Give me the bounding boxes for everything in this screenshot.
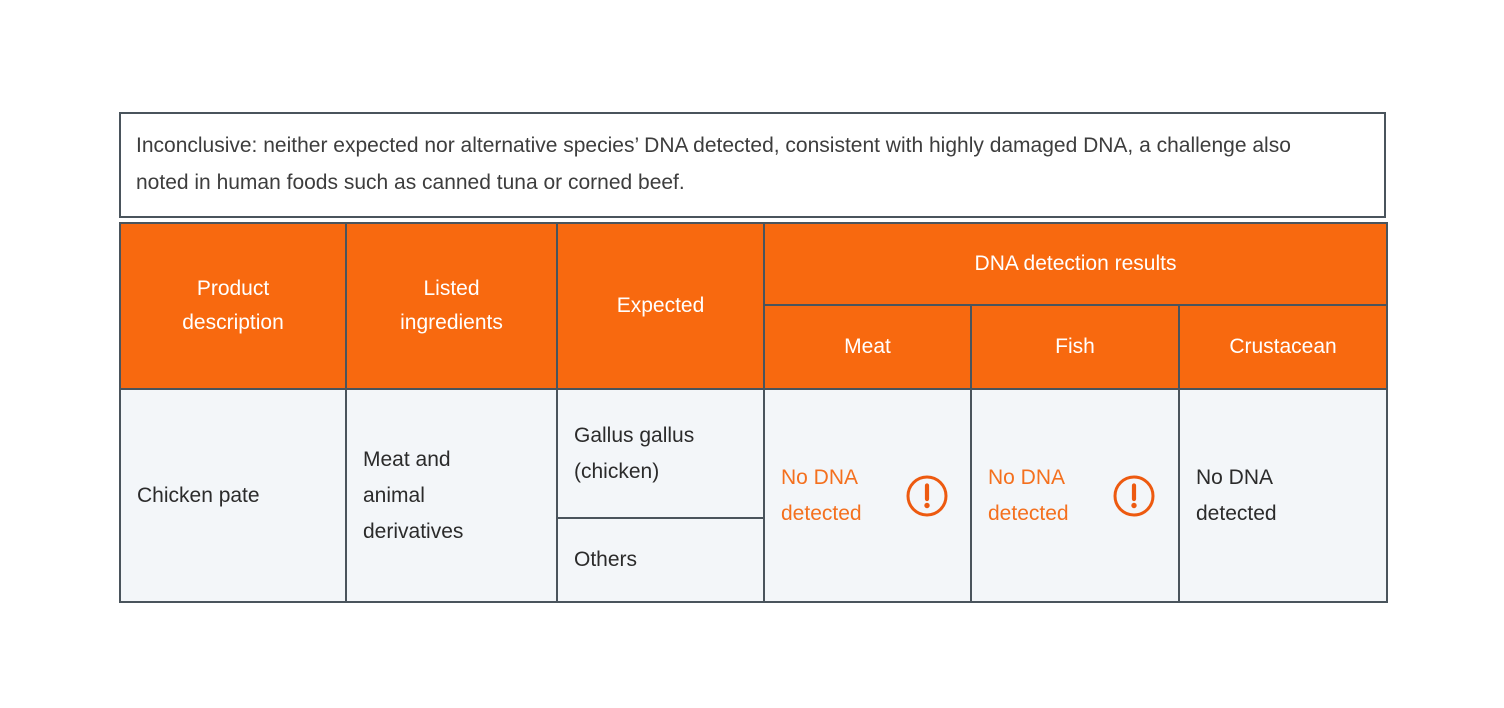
cell-expected-primary: Gallus gallus (chicken) [556, 388, 765, 519]
fish-result: No DNA detected [988, 460, 1170, 532]
warning-icon [906, 475, 948, 516]
col-header-listed-ingredients: Listed ingredients [345, 222, 558, 390]
col-header-fish: Fish [970, 304, 1180, 390]
cell-meat-result: No DNA detected [763, 388, 972, 603]
inconclusive-note: Inconclusive: neither expected nor alter… [119, 112, 1386, 218]
report-section: Inconclusive: neither expected nor alter… [119, 112, 1389, 603]
cell-product-description: Chicken pate [119, 388, 347, 603]
header-row-top: Product description Listed ingredients E… [119, 222, 1389, 390]
col-header-crustacean: Crustacean [1177, 304, 1389, 390]
meat-result-text: No DNA detected [781, 465, 862, 525]
header-row-sub: Meat Fish Crustacean [120, 304, 1389, 390]
col-header-product-description-label: Product description [182, 277, 284, 334]
cell-fish-result: No DNA detected [970, 388, 1180, 603]
cell-crustacean-result: No DNA detected [1177, 388, 1389, 603]
cell-listed-ingredients: Meat and animal derivatives [345, 388, 558, 603]
col-header-dna-detection-results-label: DNA detection results [974, 252, 1177, 275]
data-row: Chicken pate Meat and animal derivatives… [119, 388, 1389, 603]
cell-expected-secondary: Others [556, 517, 765, 603]
col-header-expected-label: Expected [616, 294, 705, 317]
expected-secondary-value: Others [574, 548, 638, 571]
dna-results-table: Product description Listed ingredients E… [119, 222, 1389, 603]
col-header-crustacean-label: Crustacean [1229, 335, 1337, 358]
expected-primary-value: Gallus gallus (chicken) [574, 423, 695, 483]
col-header-dna-detection-results: DNA detection results [762, 222, 1389, 306]
inconclusive-note-text: Inconclusive: neither expected nor alter… [136, 134, 1291, 194]
product-description-value: Chicken pate [137, 483, 260, 507]
listed-ingredients-value: Meat and animal derivatives [363, 447, 464, 543]
col-header-product-description: Product description [119, 222, 347, 390]
crustacean-result-text: No DNA detected [1196, 465, 1277, 525]
data-row-expected-secondary: Others [120, 517, 1387, 603]
col-header-expected: Expected [556, 222, 765, 390]
col-header-meat: Meat [763, 304, 972, 390]
col-header-listed-ingredients-label: Listed ingredients [400, 277, 503, 334]
col-header-fish-label: Fish [1055, 335, 1095, 358]
col-header-meat-label: Meat [844, 335, 891, 358]
fish-result-text: No DNA detected [988, 465, 1069, 525]
meat-result: No DNA detected [781, 460, 962, 532]
warning-icon [1113, 475, 1155, 516]
